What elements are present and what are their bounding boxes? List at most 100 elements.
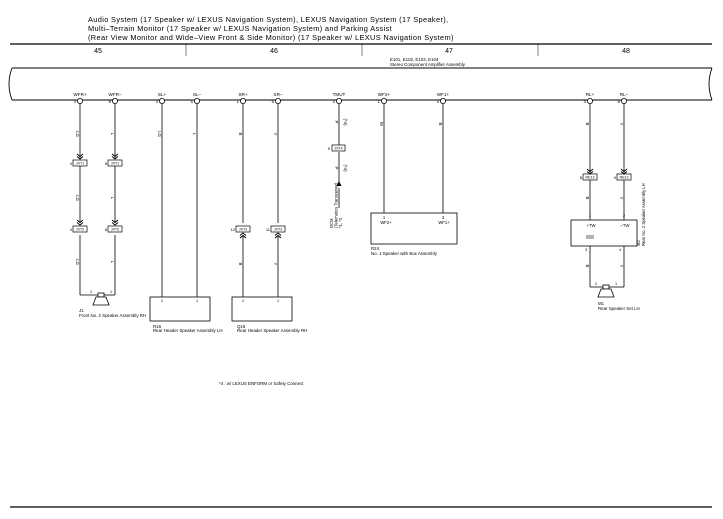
connector-label: JXT2: [76, 228, 84, 232]
speaker-pin: 2: [90, 290, 92, 294]
r24-terminal-label: WF2+: [380, 220, 392, 225]
r24-speaker-box: [370, 212, 458, 245]
capacitor-icon: [586, 235, 594, 239]
speaker-pin: 2: [595, 282, 597, 286]
pin-label: RL+: [586, 92, 595, 97]
connector-label: RE13: [620, 176, 629, 180]
title-line-3: (Rear View Monitor and Wide–View Front &…: [88, 33, 454, 42]
shield-note: (*4): [343, 164, 348, 172]
connector-label: JXT1: [76, 162, 84, 166]
connector-label: JXT4: [334, 147, 342, 151]
amplifier-code: E101, E102, E103, E104: [390, 57, 439, 62]
amplifier-pin-labels: WFR+ WFR– SL+ SL– SR+ SR– TMUT WF2+ WF1+…: [73, 92, 628, 97]
r24-code: R24: [371, 246, 380, 251]
connector-pin: 5: [328, 146, 331, 151]
pin-label: WF1+: [437, 92, 450, 97]
q16-code: Q16: [237, 324, 246, 329]
grid-numbers: 45 46 47 48: [94, 48, 630, 55]
q16-name: Rear Header Speaker Assembly RH: [237, 328, 307, 333]
q16-pin: 1: [277, 299, 279, 303]
wire-color: B: [585, 123, 590, 126]
m2-code: M2: [636, 240, 641, 246]
dcm-name: (Telematics Transceiver): [334, 182, 339, 228]
title-line-1: Audio System (17 Speaker w/ LEXUS Naviga…: [88, 15, 449, 24]
grid-number-46: 46: [270, 48, 278, 55]
r16-code: R16: [153, 324, 162, 329]
pin-number: 8: [109, 99, 112, 104]
pin-label: SL–: [193, 92, 202, 97]
speaker-pin: 1: [615, 282, 617, 286]
connector-pin: 9: [614, 175, 617, 180]
speaker-pin: 1: [110, 290, 112, 294]
wire-color: B: [238, 263, 243, 266]
connector-jxt2-b: [107, 225, 123, 233]
m2-tweeter-box: [570, 219, 638, 247]
connector-jxt4: [331, 144, 346, 152]
pin-number: 4: [74, 99, 77, 104]
dcm-code: DCM: [329, 218, 334, 228]
amplifier-pin-numbers: 4 8 3 5 1 6 2 1 3 4 8: [74, 99, 621, 104]
wire-color: B: [585, 197, 590, 200]
m2-name: Rear No. 2 Speaker Assembly LH: [641, 183, 646, 246]
wire-color: Y: [619, 123, 624, 126]
connector-pin: 8: [105, 227, 108, 232]
wire-color: Y: [273, 263, 278, 266]
wire-color: Y: [619, 265, 624, 268]
m2-pin: 3: [585, 248, 587, 252]
m2-pin: 2: [623, 214, 625, 218]
r16-pin: 1: [196, 299, 198, 303]
r24-pin: 1: [383, 215, 386, 220]
speaker-icon: [597, 284, 615, 298]
pin-label: WF2+: [378, 92, 391, 97]
pin-number: 6: [272, 99, 275, 104]
connector-jxt3-a: [235, 225, 251, 233]
connector-pin: 8: [580, 175, 583, 180]
shield-note: (*4): [343, 118, 348, 126]
amplifier-pin-terminals: [77, 98, 628, 105]
connector-pin: 11: [266, 227, 271, 232]
pin-label: SR–: [274, 92, 283, 97]
q16-pin: 2: [242, 299, 244, 303]
connector-label: JXT3: [274, 228, 282, 232]
wires-r24: [383, 104, 444, 213]
pin-number: 1: [237, 99, 240, 104]
signal-arrow-icon: [336, 181, 342, 186]
wire-color: LG: [75, 131, 80, 137]
footnote: *4 : w/ LEXUS ENFORM or Safety Connect: [219, 381, 304, 386]
j1-name: Front No. 2 Speaker Assembly RH: [79, 313, 146, 318]
wire-color: LG: [157, 131, 162, 137]
r24-terminal-label: WF1+: [438, 220, 450, 225]
connector-jxt2-a: [72, 225, 88, 233]
wire-color: B: [238, 133, 243, 136]
wire-color: LG: [75, 259, 80, 265]
wire-color: Y: [619, 197, 624, 200]
connector-pin: 12: [231, 227, 236, 232]
m2-pin: 1: [589, 214, 591, 218]
wire-color: P: [334, 167, 339, 170]
grid-dividers: [185, 44, 539, 56]
m2-terminal-label: –TW: [621, 223, 630, 228]
pin-label: SR+: [238, 92, 247, 97]
wire-color: L: [110, 261, 115, 264]
connector-jxt3-b: [270, 225, 286, 233]
pin-number: 4: [584, 99, 587, 104]
amplifier-bar: [8, 67, 713, 101]
pin-number: 2: [333, 99, 336, 104]
wire-color: Y: [273, 133, 278, 136]
wires-r16: [161, 104, 198, 297]
wire-color: B: [438, 123, 443, 126]
pin-label: TMUT: [333, 92, 346, 97]
grid-number-45: 45: [94, 48, 102, 55]
m2-terminal-label: +TW: [587, 223, 596, 228]
amplifier-name: Stereo Component Amplifier Assembly: [390, 62, 466, 67]
r16-name: Rear Header Speaker Assembly LH: [153, 328, 223, 333]
pin-label: WFR+: [73, 92, 86, 97]
pin-number: 1: [378, 99, 381, 104]
connector-label: JXT1: [111, 162, 119, 166]
connector-jxt1-b: [107, 159, 123, 167]
pin-label: RL–: [620, 92, 629, 97]
connector-pin: 8: [105, 161, 108, 166]
pin-number: 8: [618, 99, 621, 104]
r24-pin: 3: [442, 215, 445, 220]
